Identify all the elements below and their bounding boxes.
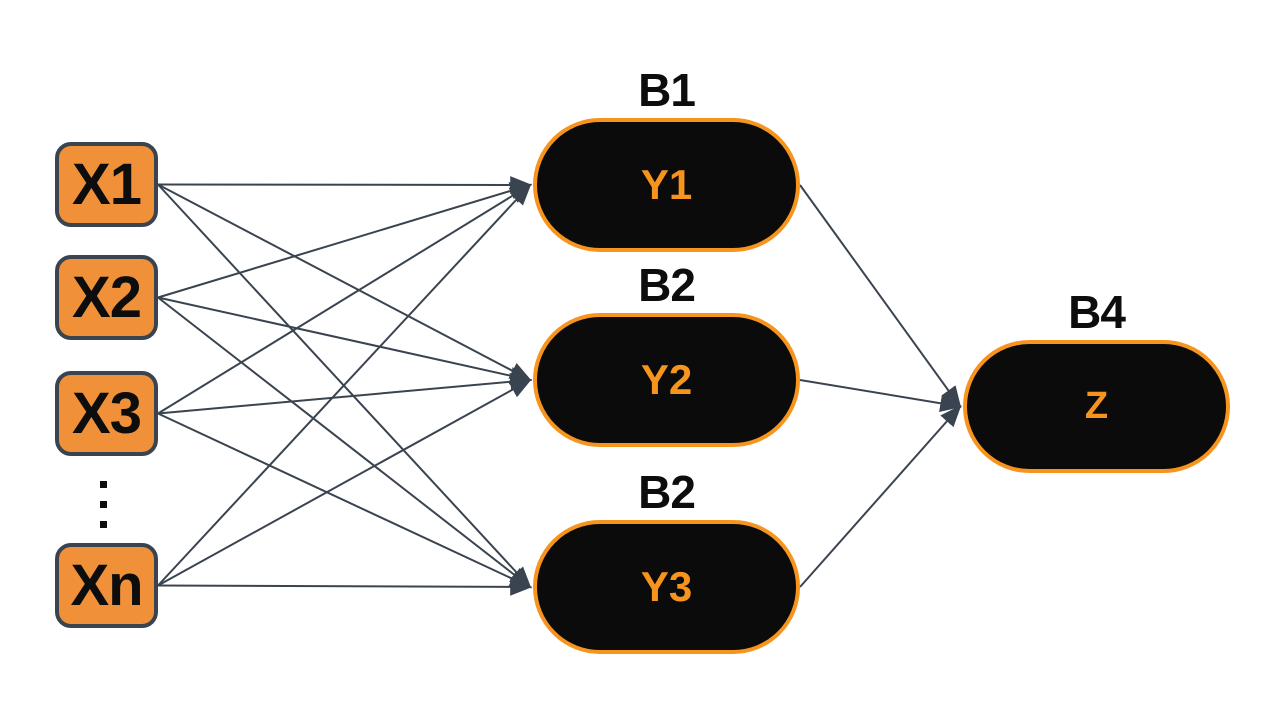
output-node-label-z: Z: [1084, 385, 1109, 427]
node-title-b2: B2: [638, 259, 696, 311]
hidden-node-label-y1: Y1: [640, 161, 693, 208]
edge-arrow-xn-y1: [157, 183, 532, 587]
edge-arrow-y1-z: [799, 184, 962, 409]
hidden-node-label-y2: Y2: [640, 356, 693, 403]
hidden-node-group-y1: B1 Y1: [533, 62, 800, 252]
input-node-xn: Xn: [55, 543, 158, 628]
edge-arrow-x3-y2: [157, 373, 533, 415]
edge-arrow-x2-y2: [157, 296, 533, 385]
ellipsis-dot: [100, 501, 107, 508]
ellipsis-dot: [100, 481, 107, 488]
node-title-b2-2: B2: [638, 466, 696, 518]
ellipsis-dot: [100, 521, 107, 528]
hidden-node-group-y2: B2 Y2: [533, 257, 800, 447]
output-node-group-z: B4 Z: [963, 284, 1230, 473]
edge-arrow-x2-y3: [157, 296, 532, 589]
input-node-x1: X1: [55, 142, 158, 227]
hidden-node-label-y3: Y3: [640, 563, 693, 610]
edge-arrow-x1-y1: [157, 176, 533, 194]
edge-arrow-y3-z: [799, 404, 962, 588]
hidden-node-y3: Y3: [533, 520, 800, 654]
edge-arrow-y2-z: [799, 379, 963, 412]
node-title-b1: B1: [638, 64, 696, 116]
hidden-node-y1: Y1: [533, 118, 800, 252]
hidden-node-y2: Y2: [533, 313, 800, 447]
edge-arrow-x3-y1: [157, 183, 532, 415]
edge-arrow-xn-y3: [157, 578, 533, 596]
edge-arrow-x1-y2: [157, 183, 532, 382]
hidden-node-group-y3: B2 Y3: [533, 464, 800, 654]
node-title-b4: B4: [1068, 286, 1126, 338]
ellipsis-dots: [100, 481, 107, 528]
output-node-z: Z: [963, 340, 1230, 473]
edge-arrow-x1-y3: [157, 183, 532, 589]
edge-arrow-x3-y3: [157, 412, 532, 588]
edge-arrow-x2-y1: [157, 182, 533, 299]
input-node-x2: X2: [55, 255, 158, 340]
edge-arrow-xn-y2: [157, 378, 532, 587]
input-node-x3: X3: [55, 371, 158, 456]
